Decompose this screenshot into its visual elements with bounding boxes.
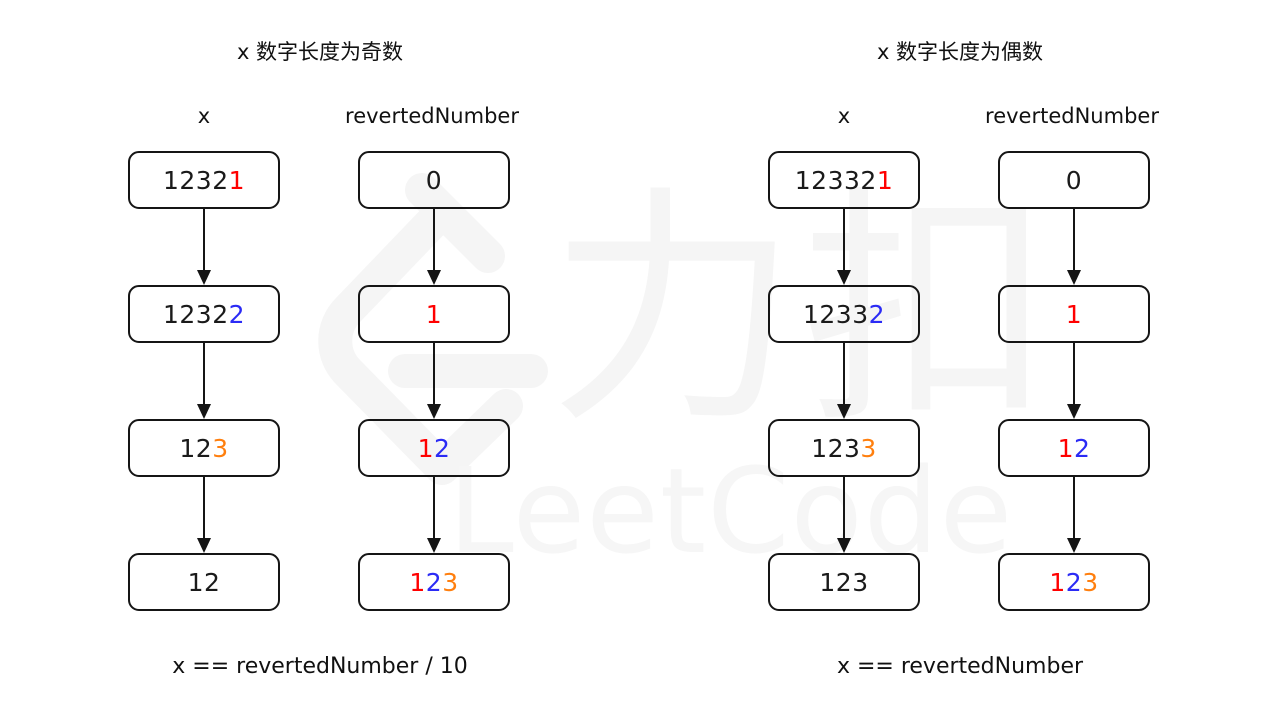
flow-node: 12322 — [128, 285, 280, 343]
digit-segment-black: 1232 — [162, 299, 229, 329]
panel-title: x 数字长度为偶数 — [876, 40, 1044, 64]
flow-arrow-down-icon — [427, 477, 441, 553]
flow-node: 0 — [358, 151, 510, 209]
digit-segment-blue: 2 — [425, 567, 443, 597]
digit-segment-black: 1233 — [802, 299, 869, 329]
digit-segment-blue: 2 — [228, 299, 246, 329]
flow-node: 123 — [768, 553, 920, 611]
flow-node: 1 — [998, 285, 1150, 343]
flow-node: 123 — [358, 553, 510, 611]
flow-arrow-down-icon — [427, 209, 441, 285]
flow-node-value: 12 — [188, 570, 221, 595]
panel-caption: x == revertedNumber — [836, 654, 1084, 679]
flow-node: 123321 — [768, 151, 920, 209]
digit-segment-black: 0 — [1065, 165, 1083, 195]
digit-segment-red: 1 — [1057, 433, 1074, 463]
digit-segment-red: 1 — [1065, 299, 1083, 329]
digit-segment-blue: 2 — [1065, 567, 1083, 597]
digit-segment-red: 1 — [1049, 567, 1066, 597]
flow-node-value: 12 — [1058, 436, 1091, 461]
digit-segment-orange: 3 — [860, 433, 877, 463]
flow-node: 123 — [998, 553, 1150, 611]
flow-node: 12321 — [128, 151, 280, 209]
digit-segment-black: 123 — [819, 567, 869, 597]
flow-arrow-down-icon — [837, 477, 851, 553]
digit-segment-orange: 3 — [212, 433, 229, 463]
digit-segment-blue: 2 — [434, 433, 451, 463]
digit-segment-black: 123 — [811, 433, 861, 463]
flow-node-value: 1233 — [811, 436, 877, 461]
panel-title: x 数字长度为奇数 — [236, 40, 404, 64]
flow-node: 1 — [358, 285, 510, 343]
flow-arrow-down-icon — [1067, 209, 1081, 285]
panel-caption: x == revertedNumber / 10 — [172, 654, 468, 679]
digit-segment-black: 1232 — [162, 165, 229, 195]
flow-node: 1233 — [768, 419, 920, 477]
flow-arrow-down-icon — [197, 477, 211, 553]
column-header-revertednumber: revertedNumber — [985, 104, 1159, 128]
flow-node-value: 0 — [1066, 168, 1082, 193]
flow-arrow-down-icon — [837, 343, 851, 419]
flow-node-value: 12322 — [163, 302, 245, 327]
digit-segment-black: 0 — [425, 165, 443, 195]
flow-arrow-down-icon — [427, 343, 441, 419]
flow-node: 12 — [128, 553, 280, 611]
digit-segment-black: 12332 — [794, 165, 877, 195]
digit-segment-red: 1 — [876, 165, 894, 195]
flow-node: 12 — [998, 419, 1150, 477]
flow-arrow-down-icon — [1067, 477, 1081, 553]
flow-arrow-down-icon — [837, 209, 851, 285]
column-header-revertednumber: revertedNumber — [345, 104, 519, 128]
flow-node-value: 12321 — [163, 168, 245, 193]
digit-segment-orange: 3 — [442, 567, 459, 597]
flow-arrow-down-icon — [1067, 343, 1081, 419]
digit-segment-red: 1 — [228, 165, 246, 195]
digit-segment-orange: 3 — [1082, 567, 1099, 597]
flow-node: 12332 — [768, 285, 920, 343]
flow-node-value: 0 — [426, 168, 442, 193]
flow-node-value: 12332 — [803, 302, 885, 327]
flow-arrow-down-icon — [197, 343, 211, 419]
digit-segment-blue: 2 — [1074, 433, 1091, 463]
flow-node-value: 123321 — [795, 168, 893, 193]
digit-segment-blue: 2 — [868, 299, 886, 329]
flow-node-value: 123 — [1049, 570, 1098, 595]
column-header-x: x — [197, 104, 211, 128]
digit-segment-red: 1 — [417, 433, 434, 463]
flow-node-value: 123 — [819, 570, 868, 595]
flow-node: 0 — [998, 151, 1150, 209]
digit-segment-black: 12 — [179, 433, 213, 463]
digit-segment-red: 1 — [409, 567, 426, 597]
flow-arrow-down-icon — [197, 209, 211, 285]
column-header-x: x — [837, 104, 851, 128]
flow-node-value: 1 — [426, 302, 442, 327]
flow-node: 123 — [128, 419, 280, 477]
flow-node-value: 12 — [418, 436, 451, 461]
digit-segment-black: 12 — [187, 567, 221, 597]
flow-node-value: 123 — [179, 436, 228, 461]
flow-node-value: 123 — [409, 570, 458, 595]
flow-node: 12 — [358, 419, 510, 477]
digit-segment-red: 1 — [425, 299, 443, 329]
flow-node-value: 1 — [1066, 302, 1082, 327]
